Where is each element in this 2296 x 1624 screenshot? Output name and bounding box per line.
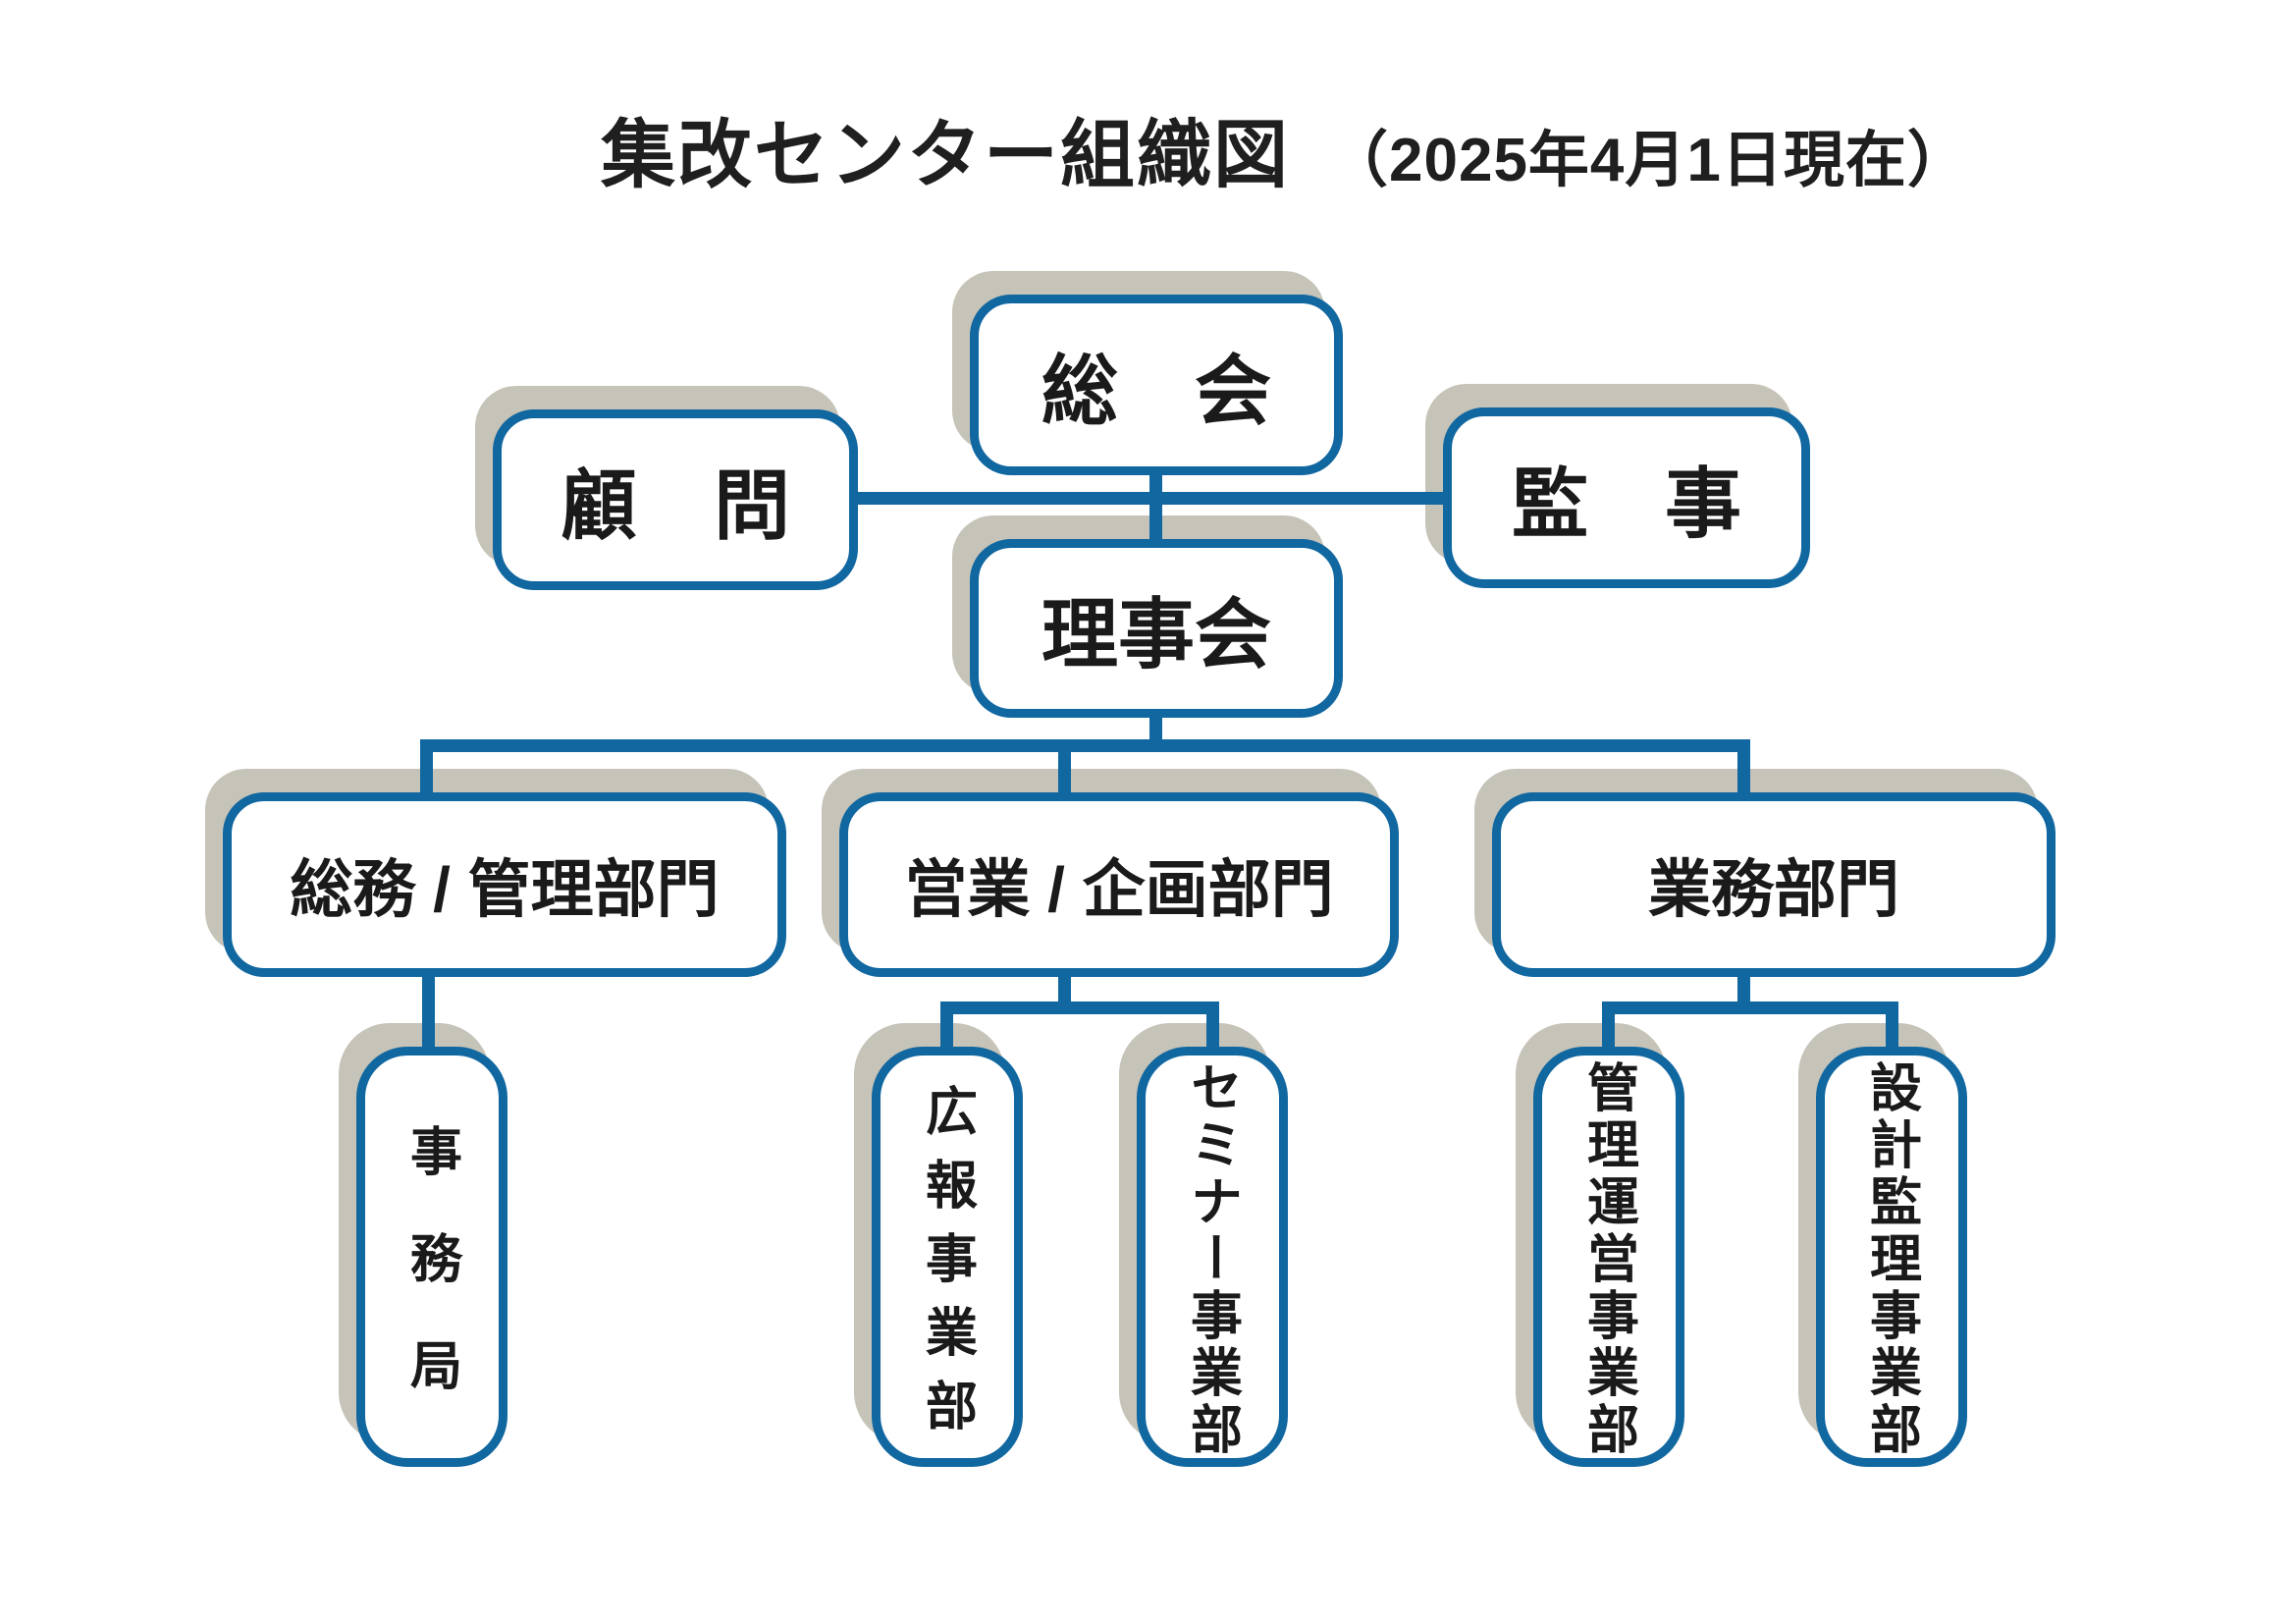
connector-advisor-auditor — [834, 492, 1463, 505]
box-management-operation-division: 管理運営事業部 — [1533, 1047, 1684, 1467]
box-design-supervision-division-label: 設計監理事業部 — [1862, 1059, 1921, 1459]
box-board-of-directors-label: 理事会 — [1041, 591, 1271, 677]
box-general-assembly-label: 総 会 — [1041, 348, 1271, 434]
box-seminar-division-label: セミナー事業部 — [1183, 1059, 1242, 1459]
box-advisor: 顧 問 — [493, 409, 858, 590]
connector-dept3-bar — [1602, 1001, 1898, 1014]
box-auditor: 監 事 — [1443, 407, 1810, 588]
box-pr-division: 広報事業部 — [872, 1047, 1023, 1467]
box-secretariat-label: 事務局 — [402, 1123, 461, 1445]
box-design-supervision-division: 設計監理事業部 — [1816, 1047, 1967, 1467]
box-dept-sales-planning-label: 営業 / 企画部門 — [904, 854, 1334, 925]
chart-title-date: （2025年4月1日現在） — [1327, 127, 1969, 194]
box-dept-operations: 業務部門 — [1492, 792, 2056, 977]
connector-dept2-bar — [940, 1001, 1219, 1014]
box-secretariat: 事務局 — [356, 1047, 507, 1467]
box-management-operation-division-label: 管理運営事業部 — [1579, 1059, 1638, 1459]
box-auditor-label: 監 事 — [1511, 460, 1741, 547]
box-dept-operations-label: 業務部門 — [1648, 854, 1899, 925]
connector-dept1-jimukyoku — [422, 957, 435, 1070]
connector-assembly-board — [1149, 461, 1162, 555]
box-dept-general-affairs: 総務 / 管理部門 — [223, 792, 786, 977]
box-advisor-label: 顧 問 — [560, 462, 790, 549]
box-pr-division-label: 広報事業部 — [918, 1083, 977, 1452]
box-dept-general-affairs-label: 総務 / 管理部門 — [290, 854, 720, 925]
connector-main-bar — [420, 739, 1750, 752]
box-seminar-division: セミナー事業部 — [1137, 1047, 1288, 1467]
box-board-of-directors: 理事会 — [970, 539, 1343, 718]
box-general-assembly: 総 会 — [970, 295, 1343, 475]
chart-title-text: 集改センター組織図 — [601, 114, 1290, 197]
page-title: 集改センター組織図 （2025年4月1日現在） — [601, 94, 1969, 202]
box-dept-sales-planning: 営業 / 企画部門 — [839, 792, 1399, 977]
